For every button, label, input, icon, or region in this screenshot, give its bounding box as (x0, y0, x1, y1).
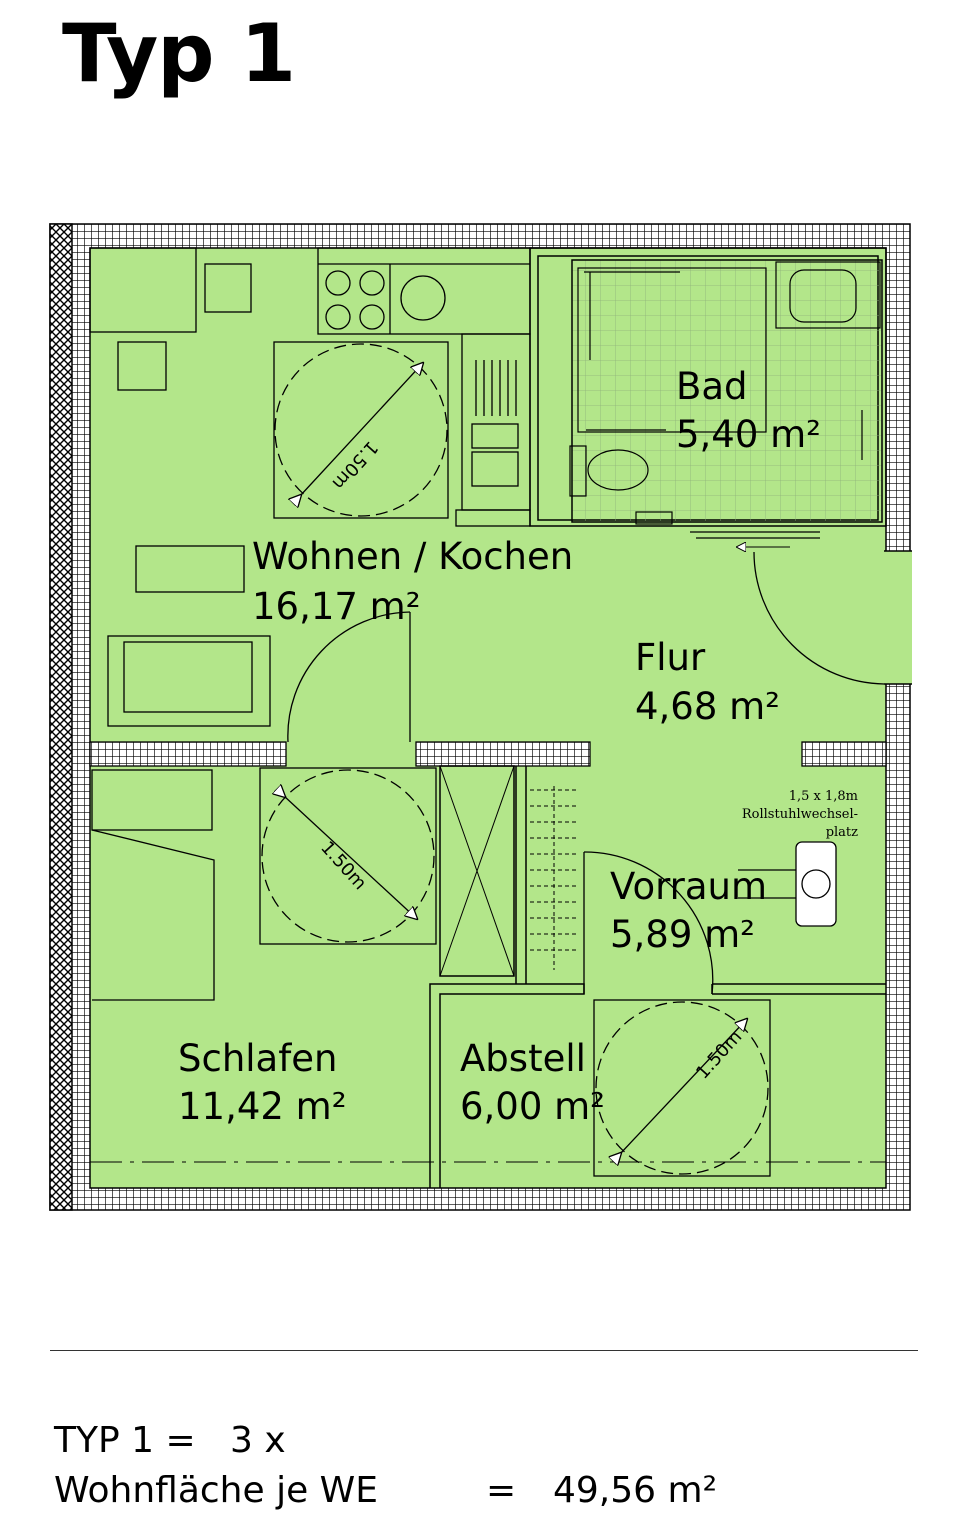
room-name-abstell: Abstell (460, 1037, 586, 1080)
wheelchair-note-line3: platz (825, 825, 858, 840)
room-area-vorraum: 5,89 m² (610, 913, 756, 956)
room-name-schlafen: Schlafen (178, 1037, 338, 1080)
wheelchair-note-line1: 1,5 x 1,8m (788, 789, 858, 804)
interior-walls (89, 741, 887, 767)
room-name-vorraum: Vorraum (610, 865, 768, 908)
room-name-wohnen: Wohnen / Kochen (252, 535, 574, 578)
room-area-bad: 5,40 m² (676, 413, 822, 456)
wheelchair-icon (738, 841, 837, 927)
bathroom-fixtures (569, 261, 881, 547)
room-name-flur: Flur (635, 636, 706, 679)
turning-circle-schlafen (259, 767, 437, 945)
bath-walls (529, 247, 887, 527)
turning-circle-wohnen (273, 341, 449, 519)
page-title: Typ 1 (62, 7, 296, 100)
room-area-schlafen: 11,42 m² (178, 1085, 347, 1128)
summary-equals: = (486, 1470, 517, 1511)
room-name-bad: Bad (676, 365, 748, 408)
room-area-wohnen: 16,17 m² (252, 585, 421, 628)
room-area-flur: 4,68 m² (635, 685, 781, 728)
summary-count: 3 x (230, 1420, 286, 1461)
kitchen-furniture (89, 247, 531, 1001)
summary-type-label: TYP 1 = (54, 1420, 196, 1461)
doors (287, 551, 885, 995)
floor-plan: 1.50m 1.50m 1.50m (49, 223, 912, 1211)
summary-area-label: Wohnfläche je WE (54, 1470, 379, 1511)
wheelchair-note-line2: Rollstuhlwechsel- (741, 807, 858, 822)
separator-line (50, 1350, 918, 1351)
turning-circle-vorraum (593, 999, 771, 1177)
shelf (530, 786, 578, 970)
room-area-abstell: 6,00 m² (460, 1085, 606, 1128)
summary-area-value: 49,56 m² (553, 1470, 718, 1511)
